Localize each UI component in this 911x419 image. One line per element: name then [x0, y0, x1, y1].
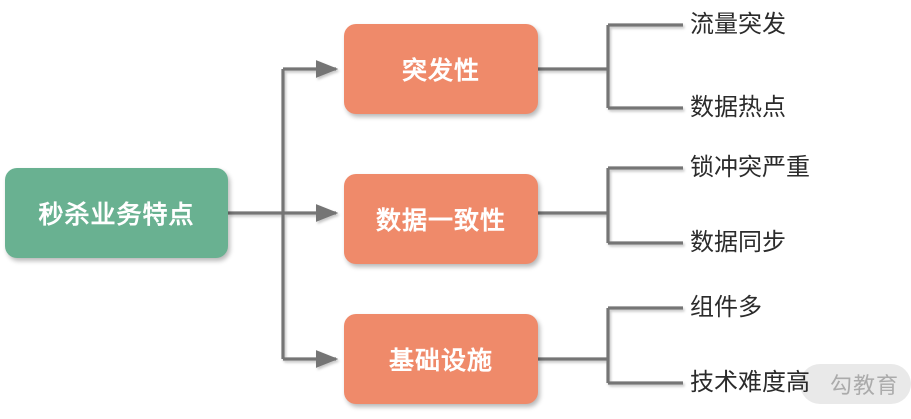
root-node[interactable]: 秒杀业务特点 — [5, 168, 228, 258]
branch-node-burstiness[interactable]: 突发性 — [344, 24, 538, 114]
leaf-label-lock-conflict[interactable]: 锁冲突严重 — [690, 154, 810, 181]
leaf-label-data-sync[interactable]: 数据同步 — [690, 229, 786, 256]
leaf-label-data-hotspot[interactable]: 数据热点 — [690, 94, 786, 121]
leaf-label-high-difficulty[interactable]: 技术难度高 — [690, 369, 810, 396]
leaf-label-many-components[interactable]: 组件多 — [690, 294, 762, 321]
branch-node-data-consistency[interactable]: 数据一致性 — [344, 174, 538, 264]
leaf-label-traffic-burst[interactable]: 流量突发 — [690, 11, 786, 38]
branch-node-infrastructure[interactable]: 基础设施 — [344, 314, 538, 404]
watermark-badge: 勾教育 — [800, 364, 911, 404]
